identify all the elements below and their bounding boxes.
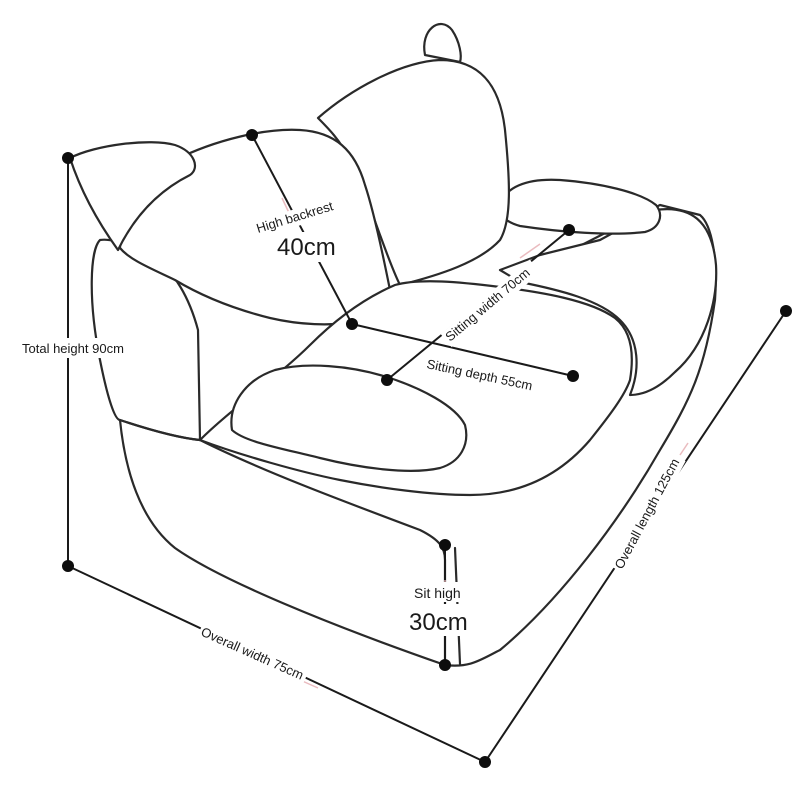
endpoint-dot [62, 152, 74, 164]
endpoint-dot [567, 370, 579, 382]
label-bg [440, 259, 541, 348]
endpoint-dot [381, 374, 393, 386]
back-ear-pillow [68, 141, 197, 252]
endpoint-dot [246, 129, 258, 141]
endpoint-dot [439, 539, 451, 551]
label-bg [405, 604, 481, 636]
label-bg [411, 582, 471, 602]
sofa-drawing [68, 23, 718, 667]
right-arm [498, 208, 718, 397]
accent-mark [679, 442, 689, 456]
endpoint-dot [780, 305, 792, 317]
sit-high-value: 30cm [409, 609, 468, 636]
label-bg [423, 355, 542, 398]
label-bg [610, 453, 686, 575]
label-bg [20, 338, 138, 358]
endpoint-dot [563, 224, 575, 236]
endpoint-dot [346, 318, 358, 330]
backrest-value: 40cm [277, 234, 336, 261]
endpoint-dot [62, 560, 74, 572]
label-bg [252, 194, 350, 239]
total-height-label: Total height 90cm [22, 341, 124, 356]
base-seam [118, 418, 202, 442]
right-armrest-cushion [498, 178, 662, 235]
dimension-endpoints [62, 129, 792, 768]
label-bg [274, 232, 346, 262]
accent-mark [519, 243, 541, 259]
front-pad [230, 364, 468, 472]
overall-width-label-group: Overall width 75cm [196, 623, 310, 686]
rear-ear [423, 23, 462, 64]
sitting-depth-line [351, 323, 574, 377]
sit-high-title: Sit high [414, 585, 461, 601]
endpoint-dot [479, 756, 491, 768]
backrest-line [251, 134, 353, 325]
endpoint-dot [439, 659, 451, 671]
overall-width-label: Overall width 75cm [199, 624, 306, 683]
label-bg [196, 623, 310, 686]
